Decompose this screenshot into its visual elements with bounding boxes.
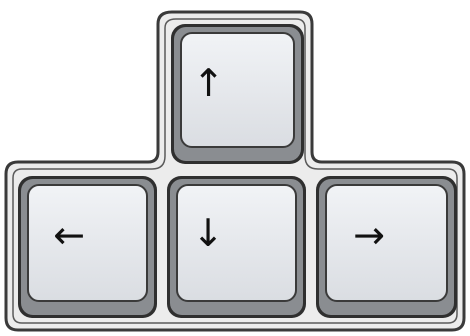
key-right: [316, 176, 457, 318]
left-arrow-key[interactable]: [18, 176, 157, 318]
keypad-housing-inner-line: [12, 18, 458, 324]
key-down: [167, 176, 306, 318]
right-arrow-key[interactable]: [316, 176, 457, 318]
up-arrow-key[interactable]: [171, 24, 304, 164]
down-arrow-key[interactable]: [167, 176, 306, 318]
key-left: [18, 176, 157, 318]
key-up: [171, 24, 304, 164]
